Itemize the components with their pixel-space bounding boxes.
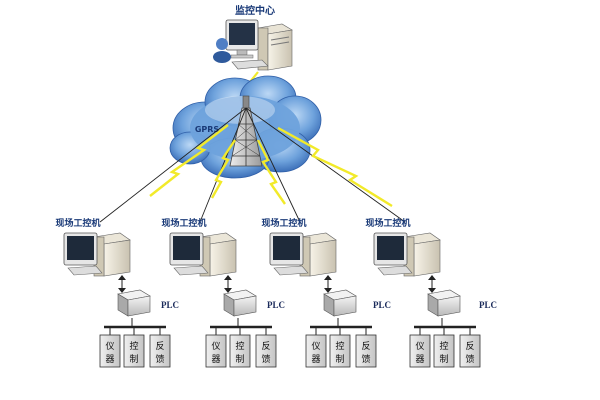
computer-monitor-icon	[225, 19, 259, 59]
svg-text:器: 器	[415, 354, 424, 365]
svg-text:控: 控	[439, 340, 448, 352]
keyboard-icon	[231, 59, 269, 70]
svg-text:控: 控	[335, 340, 344, 352]
site-4: 现场工控机 PLC 仪 器 控 制	[365, 217, 497, 368]
industrial-pc-icon	[169, 232, 237, 277]
device-box: 仪 器	[409, 334, 431, 368]
device-box: 反 馈	[459, 334, 481, 368]
industrial-pc-icon	[63, 232, 131, 277]
site-1-label: 现场工控机	[55, 217, 100, 229]
site-4-plc-label: PLC	[479, 300, 497, 310]
plc-device-icon	[323, 289, 357, 317]
monitor-center: 监控中心	[213, 4, 293, 71]
site-2-label: 现场工控机	[161, 217, 206, 229]
site-2-plc-label: PLC	[267, 300, 285, 310]
svg-text:器: 器	[105, 354, 114, 365]
plc-device-icon	[427, 289, 461, 317]
device-box: 仪 器	[205, 334, 227, 368]
svg-text:反: 反	[261, 341, 270, 352]
svg-text:馈: 馈	[465, 353, 474, 365]
industrial-pc-icon	[269, 232, 337, 277]
svg-text:器: 器	[211, 354, 220, 365]
site-3: 现场工控机 PLC 仪 器 控 制	[261, 217, 391, 368]
device-box: 反 馈	[255, 334, 277, 368]
svg-text:仪: 仪	[415, 341, 424, 352]
device-box: 控 制	[433, 334, 455, 368]
plc-device-icon	[117, 289, 151, 317]
site-2: 现场工控机 PLC 仪 器 控 制	[161, 217, 285, 368]
svg-text:器: 器	[311, 354, 320, 365]
svg-text:反: 反	[155, 341, 164, 352]
svg-text:馈: 馈	[261, 353, 270, 365]
site-1: 现场工控机 PLC 仪 器 控 制	[55, 217, 179, 368]
user-icon	[213, 38, 231, 63]
svg-text:反: 反	[361, 341, 370, 352]
device-box: 仪 器	[305, 334, 327, 368]
svg-text:仪: 仪	[105, 341, 114, 352]
svg-text:馈: 馈	[155, 353, 164, 365]
svg-text:馈: 馈	[361, 353, 370, 365]
monitor-center-title: 监控中心	[235, 4, 275, 17]
radio-links	[99, 107, 406, 223]
site-1-plc-label: PLC	[161, 300, 179, 310]
svg-text:反: 反	[465, 341, 474, 352]
device-box: 控 制	[123, 334, 145, 368]
device-box: 仪 器	[99, 334, 121, 368]
svg-text:控: 控	[129, 340, 138, 352]
svg-text:制: 制	[335, 353, 344, 365]
svg-text:控: 控	[235, 340, 244, 352]
device-box: 控 制	[329, 334, 351, 368]
server-tower-icon	[257, 23, 293, 71]
device-box: 反 馈	[355, 334, 377, 368]
site-3-plc-label: PLC	[373, 300, 391, 310]
svg-text:制: 制	[235, 353, 244, 365]
site-3-label: 现场工控机	[261, 217, 306, 229]
device-box: 控 制	[229, 334, 251, 368]
svg-text:制: 制	[439, 353, 448, 365]
gprs-label: GPRS	[195, 125, 220, 134]
site-4-label: 现场工控机	[365, 217, 410, 229]
device-box: 反 馈	[149, 334, 171, 368]
svg-text:仪: 仪	[211, 341, 220, 352]
antenna-tower-icon	[229, 95, 263, 167]
svg-text:制: 制	[129, 353, 138, 365]
industrial-pc-icon	[373, 232, 441, 277]
svg-text:仪: 仪	[311, 341, 320, 352]
plc-device-icon	[223, 289, 257, 317]
